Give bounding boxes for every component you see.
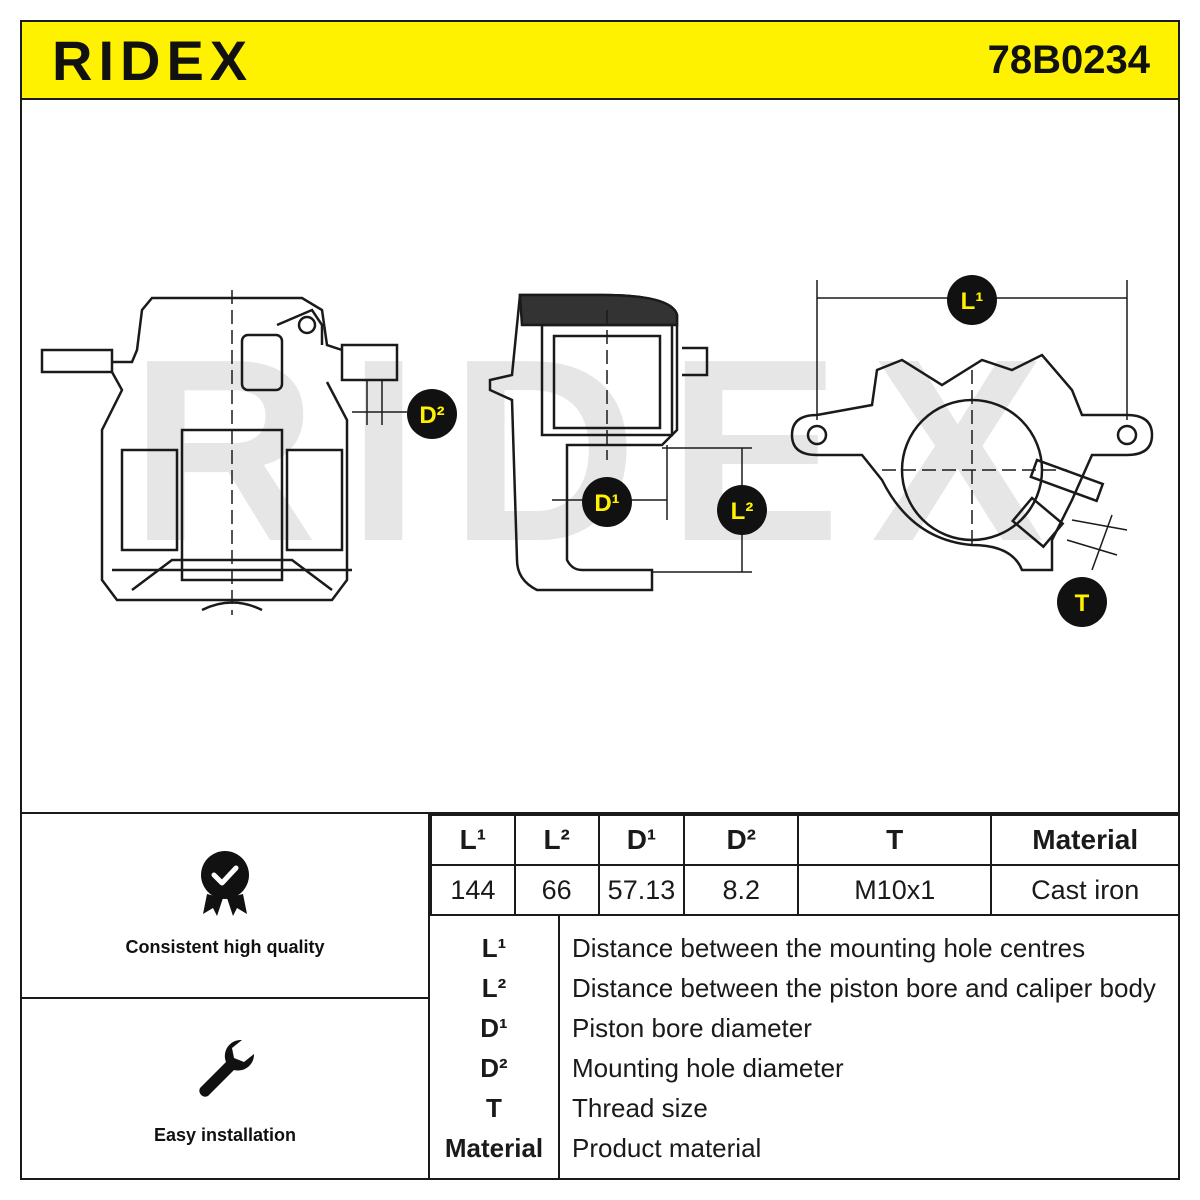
l1-t-dimensions: L¹ T	[816, 275, 1128, 627]
legend: L¹ Distance between the mounting hole ce…	[430, 914, 1180, 1180]
legend-key: Material	[444, 1133, 544, 1163]
d1-callout	[582, 477, 632, 527]
feature-quality: Consistent high quality	[20, 848, 430, 958]
part-number: 78B0234	[987, 38, 1150, 82]
d2-callout-label: D²	[419, 402, 444, 429]
caliper-side-view	[790, 353, 1154, 572]
header-bar: RIDEX 78B0234	[20, 20, 1180, 100]
legend-desc: Piston bore diameter	[572, 1013, 812, 1043]
legend-key: D¹	[480, 1013, 508, 1043]
watermark: RIDEX	[130, 306, 1075, 596]
spec-value-t: M10x1	[797, 864, 993, 916]
spec-table: L¹ L² D¹ D² T Material 144 66 57.13 8.2 …	[430, 814, 1180, 916]
legend-key: L¹	[481, 933, 507, 963]
l1-callout-label: L¹	[961, 288, 984, 315]
d2-callout	[407, 389, 457, 439]
legend-key: D²	[480, 1053, 508, 1083]
brand-logo: RIDEX	[52, 29, 254, 92]
feature-installation: Easy installation	[20, 1034, 430, 1146]
legend-desc: Distance between the piston bore and cal…	[572, 973, 1156, 1003]
spec-value-row: 144 66 57.13 8.2 M10x1 Cast iron	[430, 864, 1180, 916]
spec-value-material: Cast iron	[990, 864, 1180, 916]
legend-row: D¹ Piston bore diameter	[430, 1008, 1180, 1048]
legend-row: T Thread size	[430, 1088, 1180, 1128]
spec-value-d2: 8.2	[683, 864, 800, 916]
legend-row: Material Product material	[430, 1128, 1180, 1168]
feature-divider	[20, 997, 430, 999]
feature-label-installation: Easy installation	[153, 1125, 297, 1145]
spec-header-l2: L²	[513, 814, 600, 866]
d1-callout-label: D¹	[594, 490, 619, 517]
l2-callout	[717, 485, 767, 535]
t-callout-label: T	[1075, 590, 1090, 617]
d1-l2-dimensions: D¹ L²	[552, 445, 767, 573]
legend-row: L² Distance between the piston bore and …	[430, 968, 1180, 1008]
spec-value-l2: 66	[513, 864, 600, 916]
feature-label-quality: Consistent high quality	[125, 937, 325, 957]
legend-row: L¹ Distance between the mounting hole ce…	[430, 928, 1180, 968]
info-section: Consistent high quality Easy installatio…	[20, 812, 1180, 1180]
quality-badge-icon	[201, 851, 249, 916]
caliper-section-view	[488, 293, 709, 592]
spec-value-d1: 57.13	[597, 864, 686, 916]
wrench-icon	[199, 1040, 255, 1097]
d2-dimension: D²	[352, 380, 457, 439]
legend-key: L²	[481, 973, 507, 1003]
spec-header-l1: L¹	[430, 814, 516, 866]
spec-header-row: L¹ L² D¹ D² T Material	[430, 814, 1180, 866]
l2-callout-label: L²	[731, 498, 754, 525]
t-callout	[1057, 577, 1107, 627]
legend-divider	[558, 914, 560, 1180]
caliper-front-view	[40, 290, 399, 615]
spec-header-d1: D¹	[597, 814, 686, 866]
legend-desc: Product material	[572, 1133, 762, 1163]
legend-desc: Distance between the mounting hole centr…	[572, 933, 1086, 963]
spec-header-material: Material	[990, 814, 1180, 866]
spec-header-d2: D²	[683, 814, 800, 866]
spec-value-l1: 144	[430, 864, 516, 916]
l1-callout	[947, 275, 997, 325]
spec-header-t: T	[797, 814, 993, 866]
legend-key: T	[486, 1093, 502, 1123]
legend-desc: Thread size	[572, 1093, 708, 1123]
legend-desc: Mounting hole diameter	[572, 1053, 844, 1083]
legend-row: D² Mounting hole diameter	[430, 1048, 1180, 1088]
technical-drawing: RIDEX D²	[40, 275, 1154, 627]
